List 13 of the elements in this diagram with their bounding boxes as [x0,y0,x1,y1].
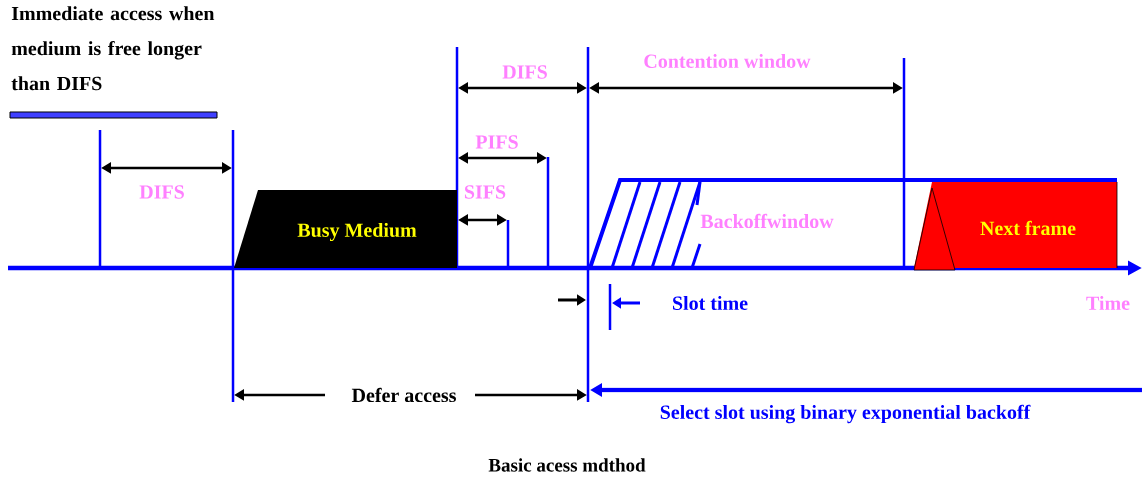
interval-label: DIFS [139,185,184,199]
interval-label: SIFS [464,185,506,199]
note-text: Immediate access when medium is free longer than DIFS [11,6,215,91]
backoff-label: Select slot using binary exponential backoff [660,404,1031,424]
interval-label: PIFS [475,135,518,149]
caption: Basic acess mdthod [488,458,646,472]
axis-label: Time [1086,295,1130,310]
slot-time-label: Slot time [673,295,748,310]
busy-medium-block: Busy Medium [234,190,457,268]
interval-label: DIFS [502,65,547,79]
next-frame-block: Next frame [913,181,1118,271]
interval-label: Contention window [644,53,811,68]
interval-label: Defer access [351,387,456,403]
